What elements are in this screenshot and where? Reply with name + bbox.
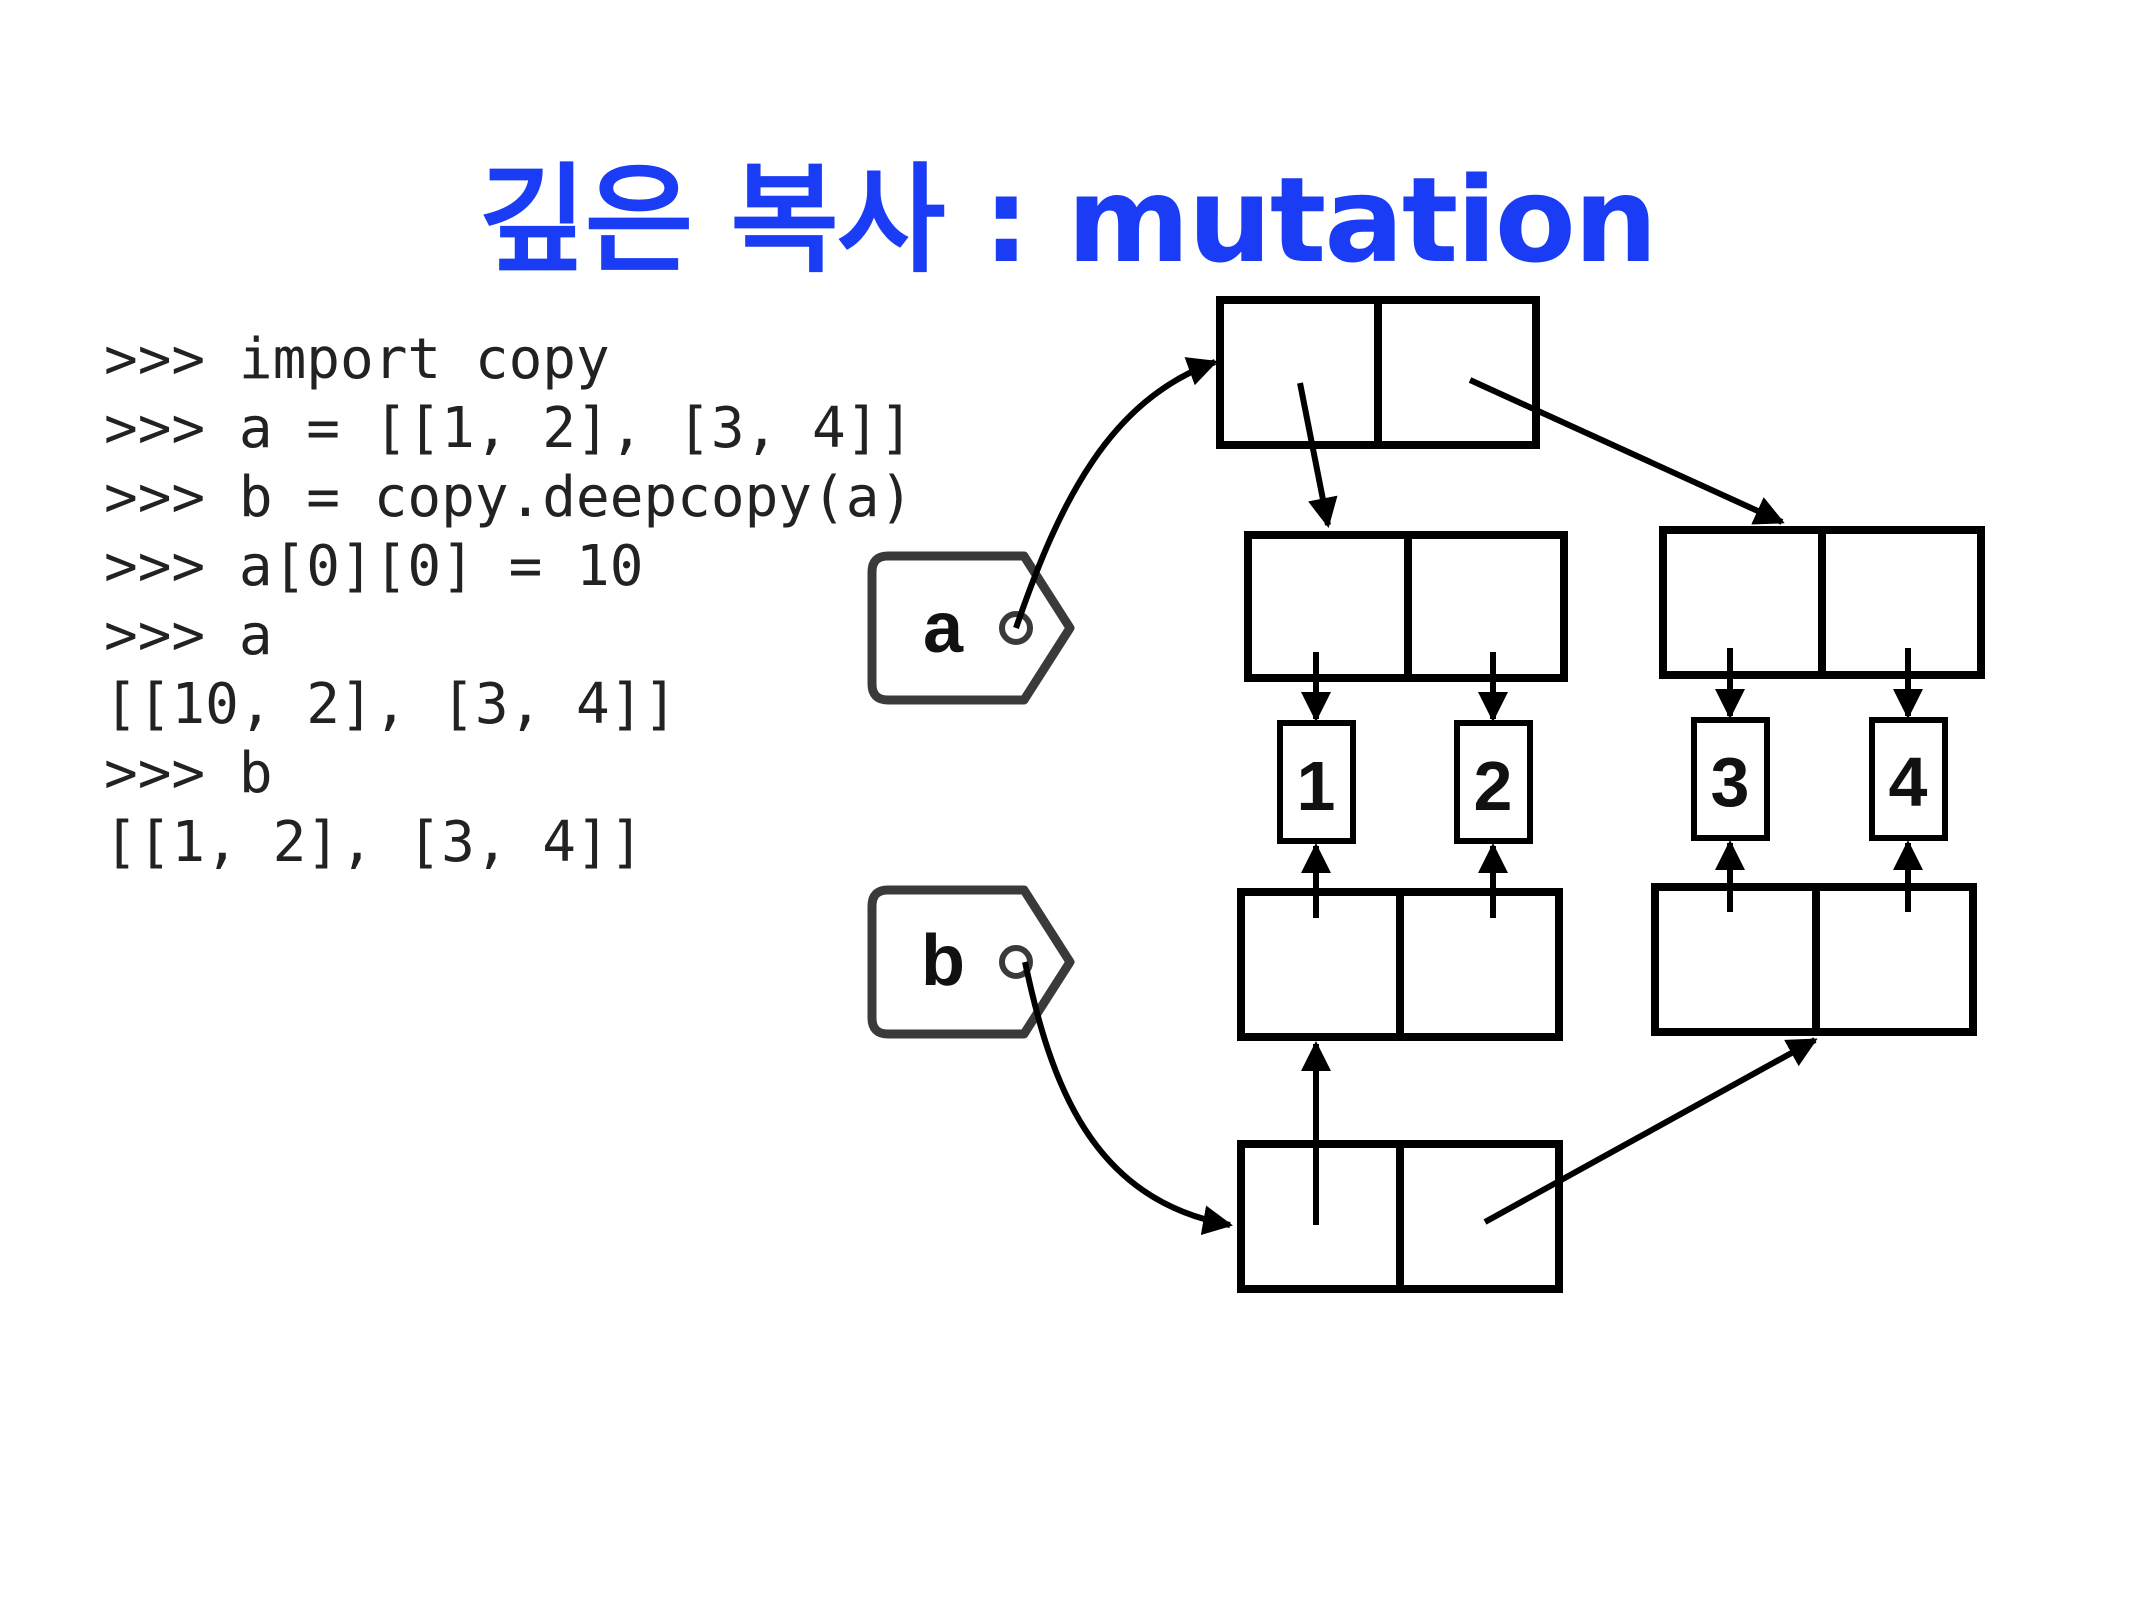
value-box-4: 4 [1869,717,1948,841]
arrow-outer-a-slot1 [1468,377,1785,525]
value-box-1: 1 [1277,720,1356,844]
tag-a: a [867,551,1075,705]
code-line: [[1, 2], [3, 4]] [104,810,644,875]
code-line: >>> a[0][0] = 10 [104,534,644,599]
code-block: >>> import copy>>> a = [[1, 2], [3, 4]]>… [104,325,913,877]
arrow-b-outer-slot1 [1483,1037,1818,1225]
list-b-inner-1 [1651,883,1977,1036]
tag-b: b [867,885,1075,1039]
tag-a-label: a [923,588,964,668]
value-label: 4 [1889,743,1928,821]
list-a-inner-1 [1659,526,1985,679]
list-b-outer [1237,1140,1563,1293]
list-a-inner-0 [1244,531,1568,682]
value-label: 1 [1297,747,1336,825]
code-line: >>> b = copy.deepcopy(a) [104,465,914,530]
list-a-outer [1216,296,1540,449]
value-label: 2 [1474,747,1513,825]
tag-b-label: b [921,921,965,1001]
code-line: >>> import copy [104,327,610,392]
code-line: >>> b [104,741,273,806]
code-line: >>> a [104,603,273,668]
arrow-a-to-outer [1013,357,1218,629]
arrow-outer-a-slot0 [1297,382,1338,528]
code-line: [[10, 2], [3, 4]] [104,672,678,737]
code-line: >>> a = [[1, 2], [3, 4]] [104,396,914,461]
value-label: 3 [1711,743,1750,821]
slide-title: 깊은 복사 : mutation [478,151,1658,289]
value-box-2: 2 [1454,720,1533,844]
arrow-b-to-outer [1022,961,1233,1235]
value-box-3: 3 [1691,717,1770,841]
list-b-inner-0 [1237,888,1563,1041]
